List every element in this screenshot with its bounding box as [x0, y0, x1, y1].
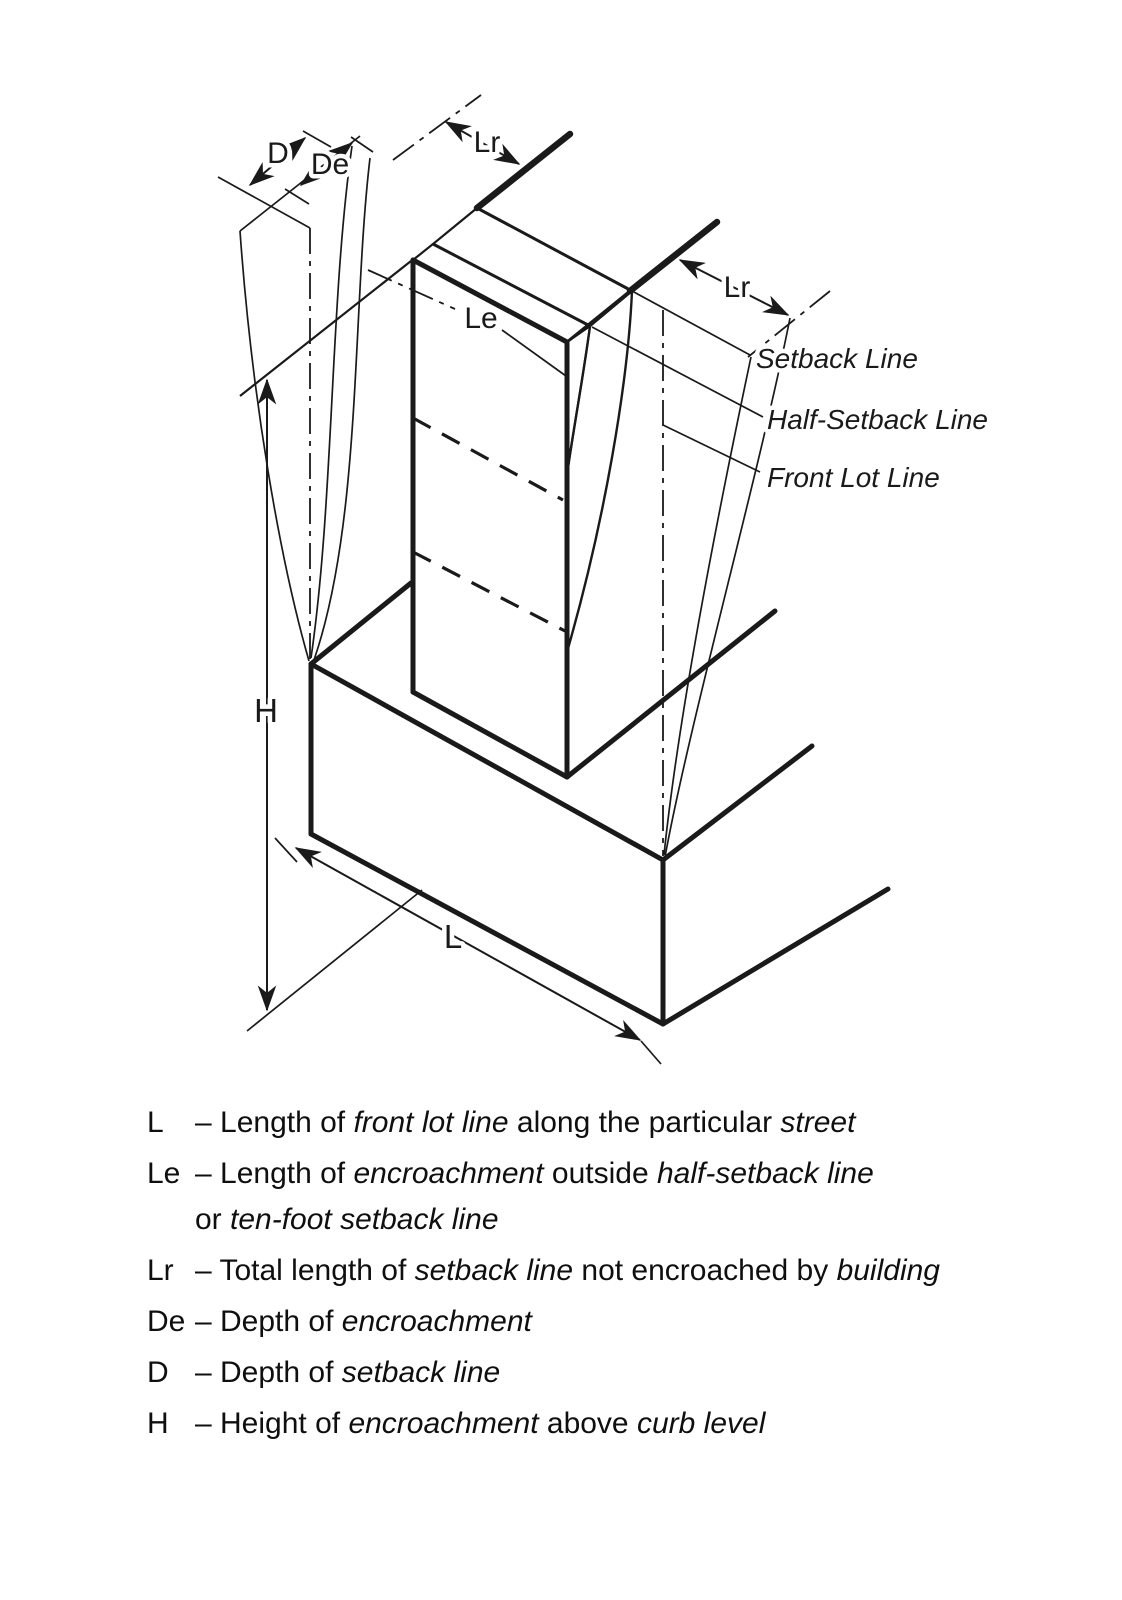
legend-row: Le – Length of encroachment outside half-…: [147, 1151, 1067, 1243]
label-front-lot-line: Front Lot Line: [767, 462, 940, 493]
tick-de-right: [350, 136, 374, 153]
label-l: L: [444, 918, 462, 955]
podium-top-left-edge: [308, 580, 414, 667]
projection-curve-right-2: [664, 317, 791, 858]
tower-top-front-edge: [410, 257, 570, 345]
legend-symbol: De: [147, 1305, 186, 1338]
projection-curve-left-1: [239, 230, 310, 662]
dim-l: [294, 847, 642, 1041]
front-lot-dashed: [412, 550, 566, 633]
tower-face-dashed-lines: [412, 416, 566, 633]
legend-description: – Length of front lot line along the par…: [195, 1106, 856, 1139]
tick-d-right: [302, 130, 332, 148]
legend-symbol: D: [147, 1356, 169, 1389]
tower-base-right-edge: [564, 608, 778, 780]
label-le: Le: [464, 302, 497, 335]
setback-line-segments: [473, 130, 721, 295]
dimension-lines: [248, 121, 790, 1041]
label-half-setback-line: Half-Setback Line: [767, 404, 988, 435]
legend-description: – Depth of encroachment: [195, 1305, 532, 1338]
half-setback-on-roof: [432, 242, 591, 328]
tower-top-lines: [432, 206, 633, 344]
tower-top-height-line: [239, 260, 412, 397]
dim-lr-right: [678, 259, 790, 316]
podium-top-right-edge: [660, 743, 815, 863]
podium-bottom-front-edge: [308, 831, 666, 1027]
label-h: H: [254, 692, 278, 729]
dim-lr-top: [444, 121, 521, 165]
projection-curve-right-1: [663, 356, 752, 856]
tick-d-left: [217, 176, 311, 229]
legend-symbol: Le: [147, 1157, 181, 1190]
setback-line-left-segment: [473, 130, 574, 212]
half-setback-leader: [591, 326, 764, 418]
diagram-labels: D De Lr Le Lr H L Setback Line Half-Setb…: [250, 122, 993, 960]
tick-de-left: [284, 188, 310, 205]
le-leader-solid: [501, 329, 567, 377]
legend-description: – Total length of setback line not encro…: [195, 1254, 940, 1287]
setback-area-hatch-side: [565, 288, 634, 653]
tick-l-left: [274, 837, 298, 863]
podium-top-front-edge: [308, 661, 666, 863]
legend: L – Length of front lot line along the pa…: [147, 1100, 1067, 1452]
legend-symbol: H: [147, 1407, 169, 1440]
legend-symbol: Lr: [147, 1254, 174, 1287]
label-setback-line: Setback Line: [756, 343, 918, 374]
label-d: D: [267, 137, 289, 170]
legend-description: – Length of encroachment outside half-se…: [195, 1157, 874, 1236]
legend-row: D – Depth of setback line: [147, 1350, 1067, 1396]
label-de: De: [311, 148, 349, 181]
legend-description: – Height of encroachment above curb leve…: [195, 1407, 766, 1440]
podium-bottom-right-edge: [660, 886, 891, 1027]
le-leader-dashdot: [367, 269, 456, 310]
encroachment-top-surface: [411, 242, 593, 344]
front-lot-leader: [662, 424, 761, 473]
legend-row: L – Length of front lot line along the pa…: [147, 1100, 1067, 1146]
setback-area-hatch-top: [431, 206, 634, 328]
label-lr-right: Lr: [724, 271, 751, 304]
projection-curve-left-2: [310, 145, 353, 659]
label-lr-top: Lr: [474, 126, 501, 159]
dim-d: [248, 137, 307, 186]
legend-row: Lr – Total length of setback line not enc…: [147, 1248, 1067, 1294]
tower-top-right-edge: [566, 289, 631, 344]
legend-row: De – Depth of encroachment: [147, 1299, 1067, 1345]
tick-l-right: [640, 1040, 662, 1065]
projection-curve-left-3: [313, 157, 371, 661]
legend-description: – Depth of setback line: [195, 1356, 501, 1389]
tower-bottom-front-edge: [410, 689, 570, 780]
dim-de: [299, 142, 354, 186]
legend-symbol: L: [147, 1106, 164, 1139]
curb-level-line: [246, 889, 423, 1032]
legend-row: H – Height of encroachment above curb lev…: [147, 1401, 1067, 1447]
setback-line-right-segment: [626, 218, 721, 295]
half-setback-dashed: [412, 416, 564, 502]
setback-line-extension: [631, 290, 751, 356]
side-lot-line-left: [392, 94, 482, 161]
reference-lines: [309, 94, 831, 856]
setback-on-roof: [476, 206, 633, 293]
